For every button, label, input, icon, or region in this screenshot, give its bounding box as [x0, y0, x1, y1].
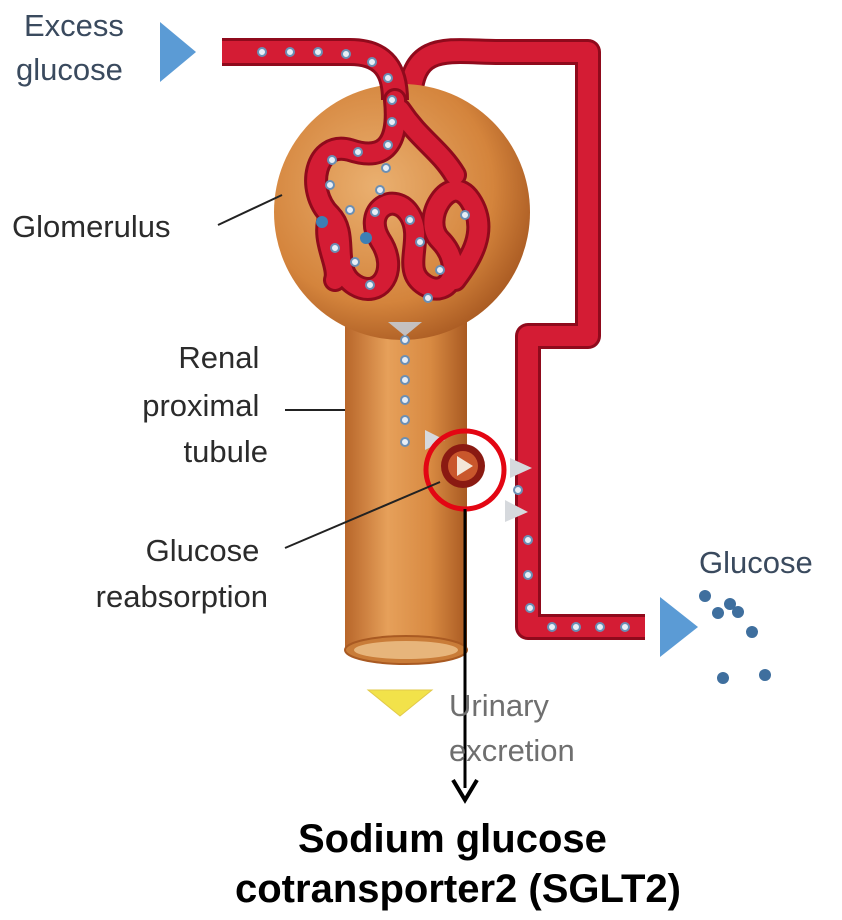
renal-proximal-tubule-label: Renal proximal tubule: [142, 340, 268, 469]
sglt2-transporter-symbol: [441, 444, 485, 488]
glucose-output-label: Glucose: [699, 545, 813, 580]
released-glucose-dots: [699, 590, 771, 684]
urinary-excretion-arrow-icon: [368, 690, 432, 716]
glomerulus-label: Glomerulus: [12, 209, 171, 244]
sglt2-caption: Sodium glucose cotransporter2 (SGLT2): [235, 817, 681, 911]
glucose-reabsorption-label: Glucose reabsorption: [96, 533, 268, 614]
glucose-output-arrow-icon: [660, 597, 698, 657]
excess-glucose-arrow-icon: [160, 22, 196, 82]
excess-glucose-label: Excess glucose: [16, 8, 133, 87]
urinary-excretion-label: Urinary excretion: [449, 688, 575, 768]
